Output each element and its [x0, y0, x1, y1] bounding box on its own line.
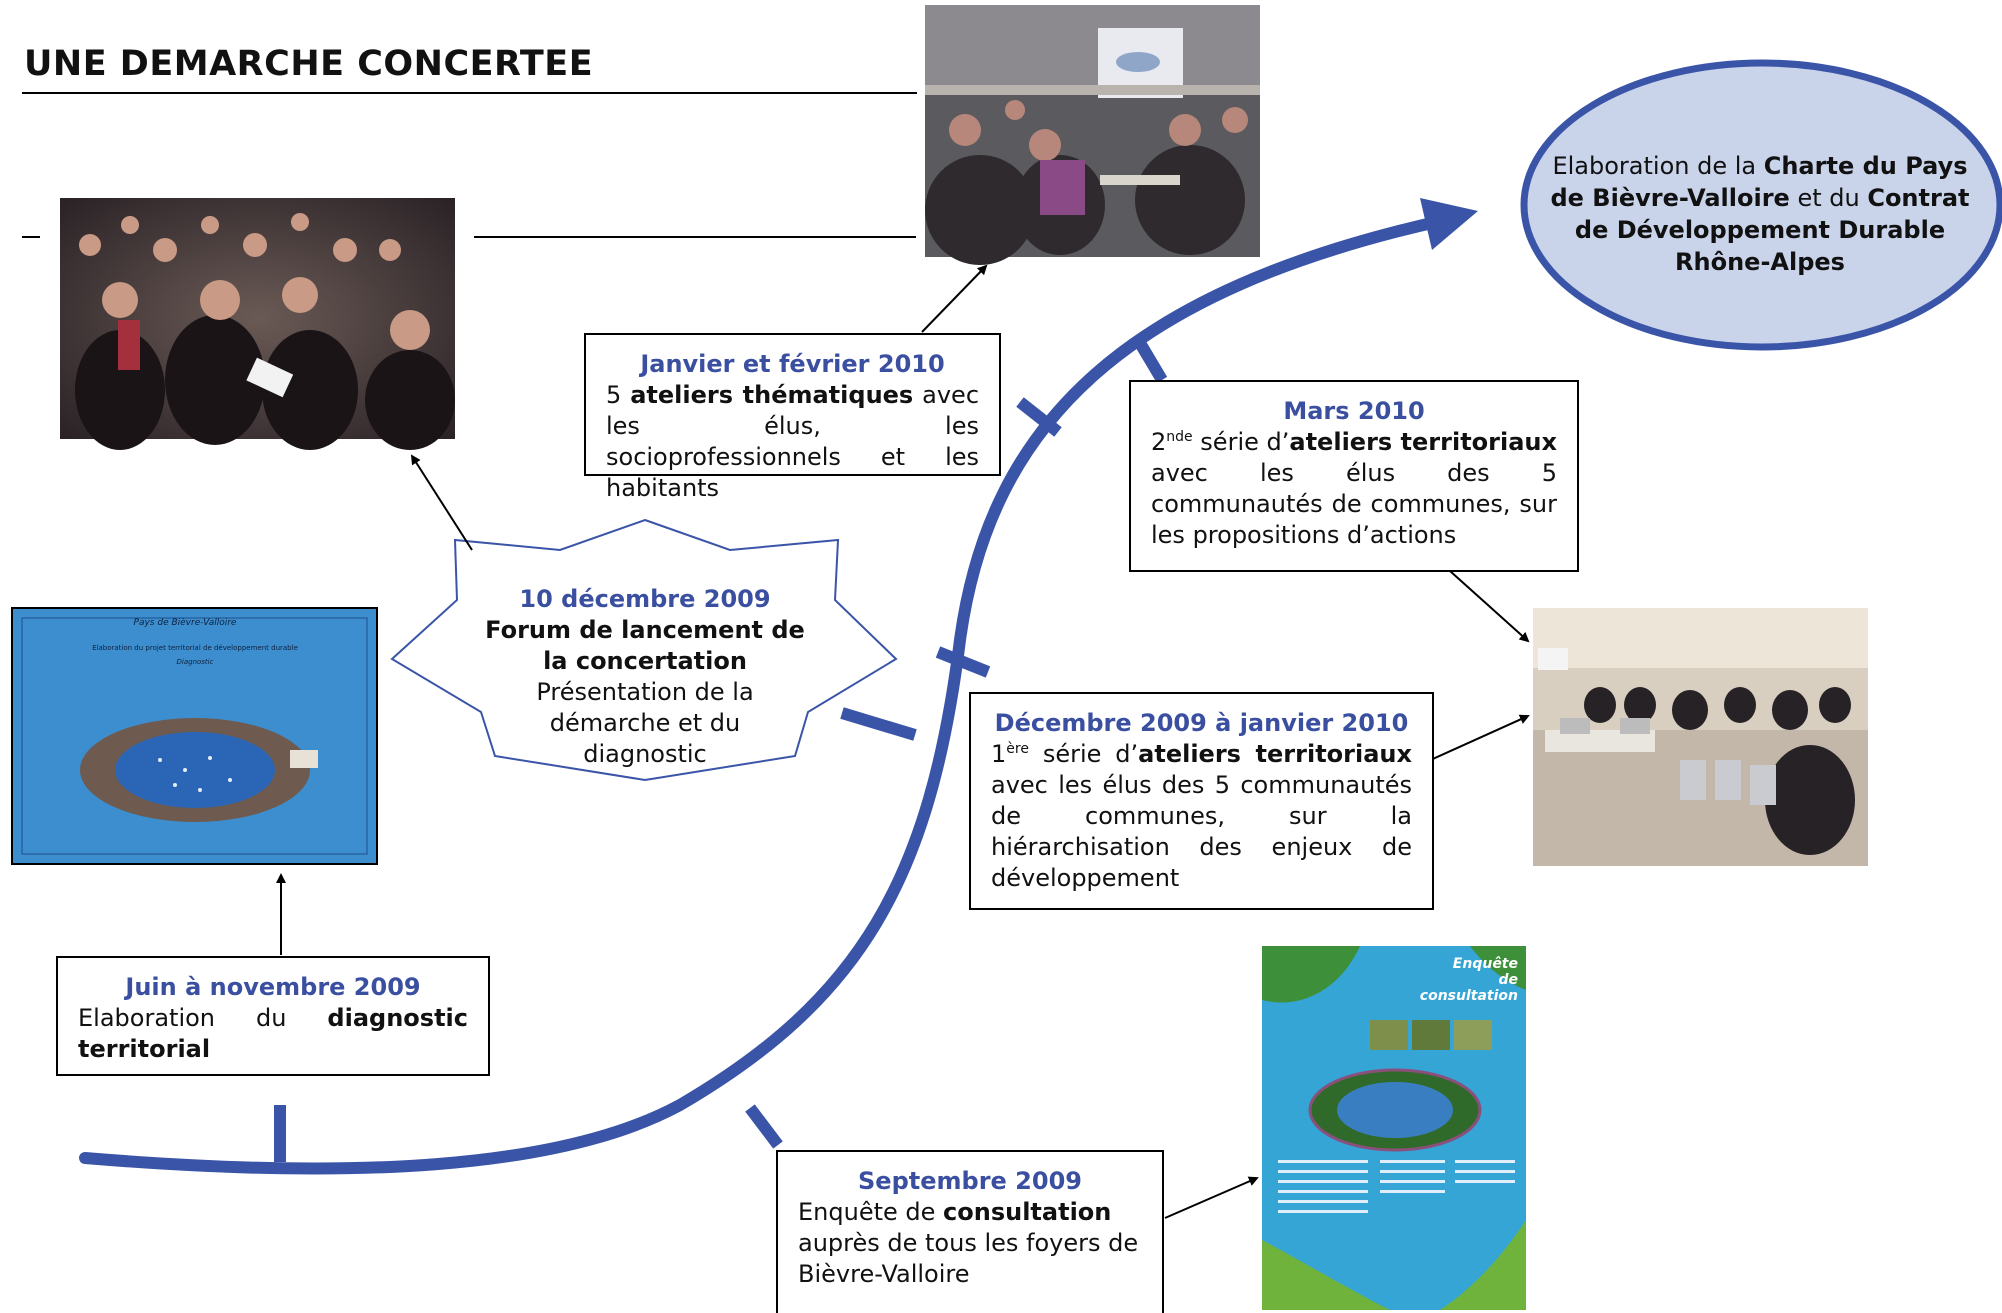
forum-text: 10 décembre 2009 Forum de lancement de l… [475, 584, 815, 770]
goal-prefix: Elaboration de la [1552, 152, 1764, 180]
goal-text: Elaboration de la Charte du Pays de Bièv… [1540, 150, 1980, 278]
forum-description: Présentation de la démarche et du diagno… [536, 678, 754, 768]
title-underline [22, 92, 917, 94]
tick-decjan [935, 646, 991, 678]
mars-ordinal: 2 [1151, 428, 1167, 456]
decjan-text: 1ère série d’ateliers territoriaux avec … [991, 739, 1412, 894]
thematic-text-post: avec les élus, les socioprofessionnels e… [606, 381, 980, 502]
cover-title: Pays de Bièvre-Valloire [134, 617, 237, 628]
thematic-text: 5 ateliers thématiques avec les élus, le… [606, 380, 979, 504]
arrow-mars-to-photo [1449, 570, 1530, 643]
tick-forum [840, 707, 917, 741]
tick-sept [745, 1104, 783, 1149]
divider-line-right [474, 236, 916, 238]
decjan-text-bold: ateliers territoriaux [1138, 740, 1412, 768]
diagnostic-cover-image: Pays de Bièvre-Valloire Elaboration du p… [11, 607, 378, 865]
goal-contrat: Contrat de Développement Durable Rhône-A… [1574, 184, 1970, 276]
decjan-box: Décembre 2009 à janvier 2010 1ère série … [969, 692, 1434, 910]
decjan-text-pre: série d’ [1028, 740, 1139, 768]
timeline-curve [79, 214, 1451, 1175]
diagnostic-text-pre: Elaboration du [78, 1004, 328, 1032]
decjan-date: Décembre 2009 à janvier 2010 [994, 709, 1409, 737]
mars-text-bold: ateliers territoriaux [1289, 428, 1557, 456]
arrow-thematic-to-photo [921, 264, 988, 333]
poster-line2: de consultation [1419, 972, 1518, 1004]
mars-date: Mars 2010 [1283, 397, 1425, 425]
thematic-text-bold: ateliers thématiques [630, 381, 914, 409]
photo-thematic-workshop [925, 5, 1260, 265]
photo-audience-forum [60, 198, 455, 450]
september-text: Enquête de consultation auprès de tous l… [798, 1197, 1142, 1290]
timeline-arrowhead [1420, 198, 1478, 250]
diagnostic-text-bold: diagnostic territorial [78, 1004, 468, 1063]
decjan-text-post: avec les élus des 5 communautés de commu… [991, 771, 1412, 892]
cover-subtitle: Elaboration du projet territorial de dév… [92, 644, 298, 652]
september-date: Septembre 2009 [858, 1167, 1082, 1195]
goal-charte: Charte du Pays de Bièvre-Valloire [1550, 152, 1968, 212]
decjan-ordinal-suffix: ère [1006, 741, 1029, 757]
poster-headline: Enquête de consultation [1400, 956, 1518, 1004]
goal-ellipse [1520, 59, 2002, 351]
consultation-poster-image [1262, 946, 1526, 1310]
photo-territorial-workshop [1533, 608, 1868, 866]
mars-box: Mars 2010 2nde série d’ateliers territor… [1129, 380, 1579, 572]
september-box: Septembre 2009 Enquête de consultation a… [776, 1150, 1164, 1313]
decjan-ordinal: 1 [991, 740, 1007, 768]
tick-mars [1134, 339, 1168, 384]
forum-star-shape [390, 518, 898, 782]
mars-text: 2nde série d’ateliers territoriaux avec … [1151, 427, 1557, 551]
page-title: UNE DEMARCHE CONCERTEE [24, 44, 594, 84]
mars-ordinal-suffix: nde [1166, 429, 1193, 445]
tick-thematic [1016, 397, 1062, 437]
forum-date: 10 décembre 2009 [519, 585, 771, 613]
thematic-date: Janvier et février 2010 [640, 350, 945, 378]
mars-text-post: avec les élus des 5 communautés de commu… [1151, 459, 1557, 549]
diagnostic-date: Juin à novembre 2009 [125, 973, 421, 1001]
thematic-box: Janvier et février 2010 5 ateliers théma… [584, 333, 1001, 502]
forum-title: Forum de lancement de la concertation [485, 616, 805, 675]
diagnostic-box: Juin à novembre 2009 Elaboration du diag… [56, 956, 490, 1076]
september-text-pre: Enquête de [798, 1198, 944, 1226]
mars-text-pre: série d’ [1192, 428, 1290, 456]
thematic-text-pre: 5 [606, 381, 631, 409]
goal-middle: et du [1789, 184, 1868, 212]
september-text-post: auprès de tous les foyers de Bièvre-Vall… [798, 1229, 1139, 1288]
divider-line-left [22, 236, 40, 238]
cover-diagnostic: Diagnostic [177, 658, 214, 666]
diagnostic-text: Elaboration du diagnostic territorial [78, 1003, 468, 1065]
september-text-bold: consultation [943, 1198, 1112, 1226]
arrow-sept-to-poster [1164, 1176, 1259, 1219]
arrow-forum-to-photo [410, 454, 473, 551]
poster-line1: Enquête [1452, 956, 1518, 972]
